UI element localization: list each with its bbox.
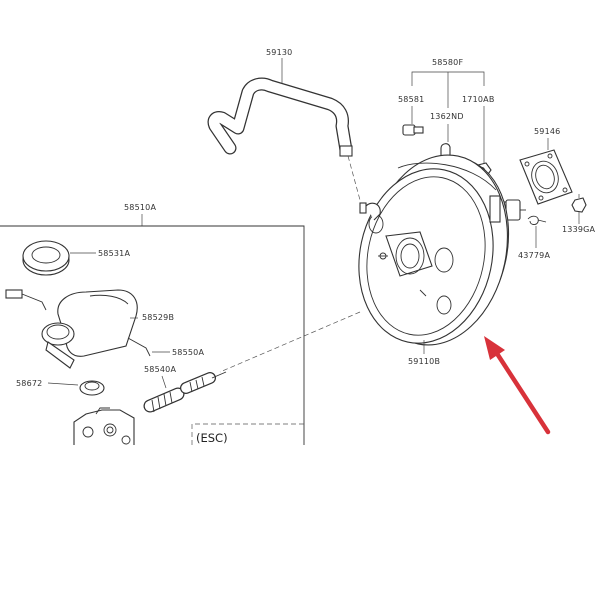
label-cap: 58531A	[98, 249, 130, 258]
label-pin: 43779A	[518, 251, 550, 260]
label-nut-a: 1710AB	[462, 95, 495, 104]
label-reservoir: 58529B	[142, 313, 174, 322]
label-bolt: 58581	[398, 95, 424, 104]
booster-alignment-dash	[219, 311, 361, 373]
label-hose: 59130	[266, 48, 292, 57]
gasket-bolt-part	[571, 194, 587, 213]
label-gasket-bolt: 1339GA	[562, 225, 596, 234]
master-group-frame	[0, 225, 305, 445]
label-clip: 1362ND	[430, 112, 464, 121]
pin-part	[527, 215, 547, 225]
red-arrow-pointer	[484, 336, 551, 435]
label-bracket-group: 58580F	[432, 58, 463, 67]
master-cylinder-body	[73, 407, 135, 445]
hose-connection-dash	[347, 155, 361, 201]
label-esc: (ESC)	[196, 431, 228, 445]
vacuum-hose	[207, 58, 353, 157]
reservoir-cap	[22, 240, 70, 276]
fluid-reservoir	[41, 289, 151, 369]
seal-part	[79, 380, 105, 396]
label-booster: 59110B	[408, 357, 440, 366]
bolt-part	[402, 124, 424, 136]
gasket-part	[519, 149, 573, 205]
esc-box	[191, 423, 304, 445]
label-seal: 58672	[16, 379, 42, 388]
level-sensor-connector	[5, 289, 47, 311]
label-grommet-a: 58550A	[172, 348, 204, 357]
label-gasket: 59146	[534, 127, 560, 136]
brake-booster	[358, 154, 510, 346]
grommet-tubes	[143, 371, 227, 413]
label-grommet-b: 58540A	[144, 365, 176, 374]
label-master-group: 58510A	[124, 203, 156, 212]
